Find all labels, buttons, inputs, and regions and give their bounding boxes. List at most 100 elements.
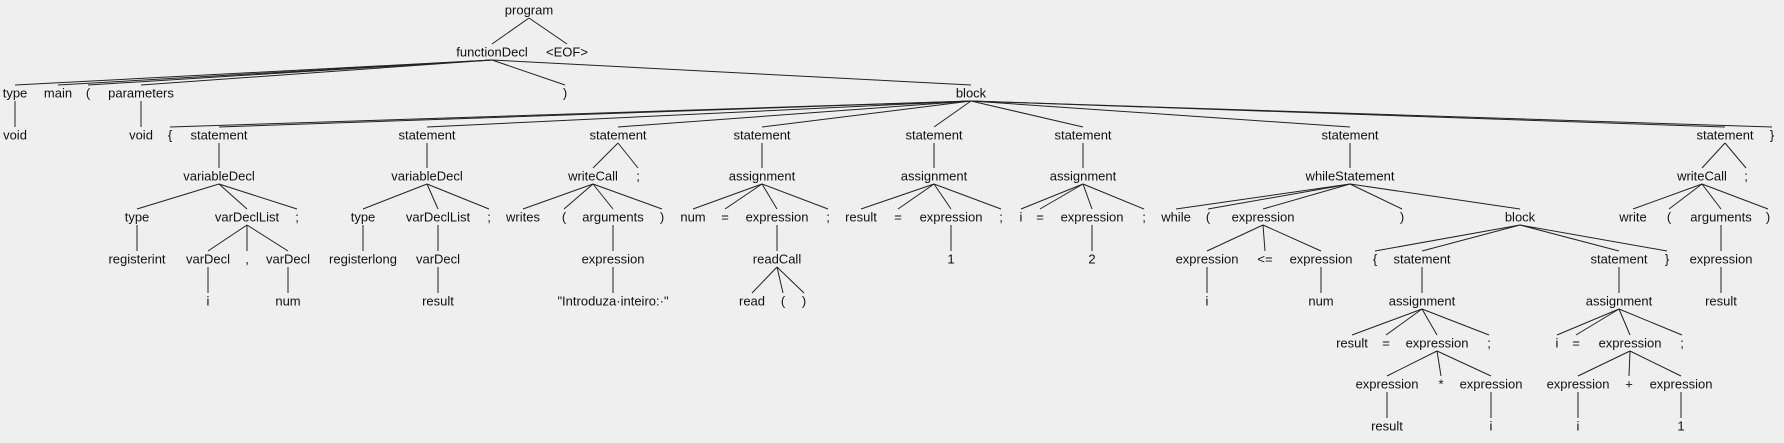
tree-node: statement	[190, 127, 248, 143]
tree-node: registerlong	[329, 251, 397, 267]
tree-edge	[136, 183, 220, 210]
tree-node: statement	[398, 127, 456, 143]
tree-edge	[1618, 308, 1631, 336]
tree-node: {	[167, 127, 173, 143]
tree-edge	[592, 142, 619, 169]
tree-node: writeCall	[568, 168, 618, 184]
tree-node: assignment	[1388, 293, 1456, 309]
tree-edge	[1175, 183, 1351, 210]
tree-node: varDecl	[415, 251, 461, 267]
tree-node: ;	[999, 209, 1003, 225]
tree-node: (	[1205, 209, 1211, 225]
tree-node: i	[1489, 418, 1493, 434]
tree-edge	[761, 100, 972, 128]
tree-edge	[1020, 183, 1084, 210]
tree-node: ;	[295, 209, 299, 225]
tree-node: varDeclList	[405, 209, 471, 225]
tree-node: result	[1371, 418, 1403, 434]
tree-edge	[1628, 350, 1631, 377]
tree-node: i	[1019, 209, 1023, 225]
tree-edge	[218, 100, 972, 128]
tree-edge	[751, 266, 778, 294]
tree-edge	[491, 59, 566, 86]
tree-node: num	[275, 293, 301, 309]
tree-node: =	[1572, 335, 1580, 351]
tree-node: expression	[1405, 335, 1469, 351]
tree-edge	[1701, 183, 1722, 210]
tree-edge	[1351, 308, 1423, 336]
tree-node: ;	[1142, 209, 1146, 225]
tree-node: 2	[1088, 251, 1096, 267]
tree-node: (	[1666, 209, 1672, 225]
tree-node: program	[504, 2, 554, 18]
tree-node: main	[43, 85, 73, 101]
tree-node: i	[1576, 418, 1580, 434]
tree-edge	[1701, 183, 1769, 210]
tree-node: result	[1705, 293, 1737, 309]
tree-edge	[1385, 308, 1423, 336]
tree-node: writeCall	[1677, 168, 1727, 184]
tree-node: {	[1372, 251, 1378, 267]
tree-edge	[761, 183, 829, 210]
tree-edge	[1629, 350, 1682, 377]
tree-node: =	[1382, 335, 1390, 351]
tree-edge	[933, 100, 972, 128]
tree-edge	[1374, 224, 1521, 252]
tree-edge	[1207, 183, 1351, 210]
tree-node: whileStatement	[1305, 168, 1395, 184]
tree-node: )	[562, 85, 568, 101]
tree-edge	[776, 266, 784, 294]
tree-node: result	[422, 293, 454, 309]
tree-node: =	[894, 209, 902, 225]
tree-node: expression	[1355, 376, 1419, 392]
tree-edge	[1421, 224, 1521, 252]
tree-node: write	[1619, 209, 1647, 225]
tree-edge	[592, 183, 663, 210]
tree-node: statement	[905, 127, 963, 143]
tree-edge	[1632, 183, 1703, 210]
tree-node: block	[1504, 209, 1536, 225]
tree-edge	[1262, 224, 1266, 252]
tree-node: assignment	[728, 168, 796, 184]
tree-node: varDecl	[185, 251, 231, 267]
tree-node: expression	[581, 251, 645, 267]
tree-node: arguments	[582, 209, 644, 225]
tree-node: expression	[1689, 251, 1753, 267]
tree-edge	[592, 183, 614, 210]
tree-edge	[426, 183, 439, 210]
tree-edge	[1421, 308, 1438, 336]
tree-node: *	[1438, 376, 1444, 392]
tree-edge	[1436, 350, 1442, 377]
tree-node: +	[1625, 376, 1633, 392]
tree-node: "Introduza·inteiro:·"	[557, 293, 669, 309]
tree-node: type	[350, 209, 376, 225]
tree-node: =	[721, 209, 729, 225]
tree-node: i	[1205, 293, 1209, 309]
tree-edge	[970, 100, 1084, 128]
tree-edge	[933, 183, 1002, 210]
tree-node: expression	[1231, 209, 1295, 225]
tree-node: statement	[1321, 127, 1379, 143]
tree-node: i	[1555, 335, 1559, 351]
tree-node: variableDecl	[391, 168, 463, 184]
tree-node: varDecl	[265, 251, 311, 267]
tree-node: functionDecl	[456, 44, 528, 60]
tree-edge	[491, 59, 972, 86]
tree-node: statement	[733, 127, 791, 143]
tree-node: type	[124, 209, 150, 225]
tree-node: writes	[506, 209, 540, 225]
tree-node: )	[801, 293, 807, 309]
tree-edge	[1262, 224, 1322, 252]
tree-edge	[617, 142, 639, 169]
tree-edge	[970, 100, 1773, 128]
tree-edge	[246, 224, 289, 252]
tree-edge	[860, 183, 935, 210]
tree-node: (	[561, 209, 567, 225]
tree-edge	[1519, 224, 1668, 252]
tree-edge	[1206, 224, 1264, 252]
tree-node: assignment	[1049, 168, 1117, 184]
tree-edge	[1349, 183, 1403, 210]
tree-edge	[426, 100, 972, 128]
tree-node: 1	[1677, 418, 1685, 434]
